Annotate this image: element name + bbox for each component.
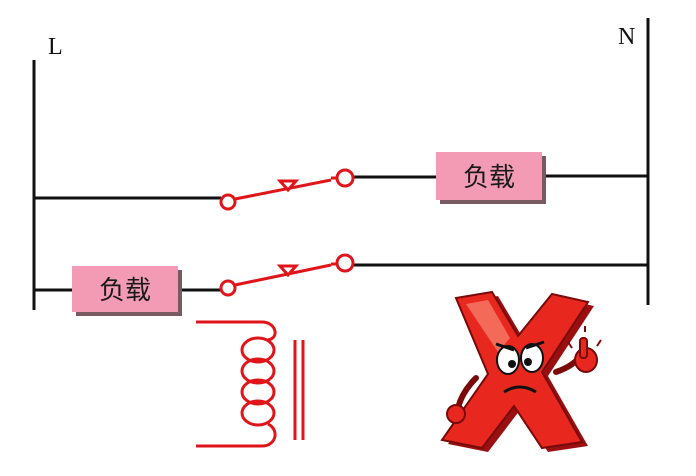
load-bottom-label: 负载 — [99, 276, 151, 306]
wrong-cross-mascot-icon — [440, 290, 602, 452]
top-switch-contact-icon — [219, 168, 355, 211]
load-box-top: 负载 — [436, 152, 546, 204]
rail-right-label: N — [618, 24, 635, 50]
bottom-rung: 负载 — [34, 253, 648, 316]
top-rung: 负载 — [34, 152, 648, 211]
load-box-bottom: 负载 — [72, 266, 182, 316]
relay-coil-icon — [196, 320, 305, 448]
load-top-label: 负载 — [463, 163, 515, 193]
bottom-switch-contact-icon — [219, 253, 355, 297]
rail-left-label: L — [48, 34, 63, 60]
